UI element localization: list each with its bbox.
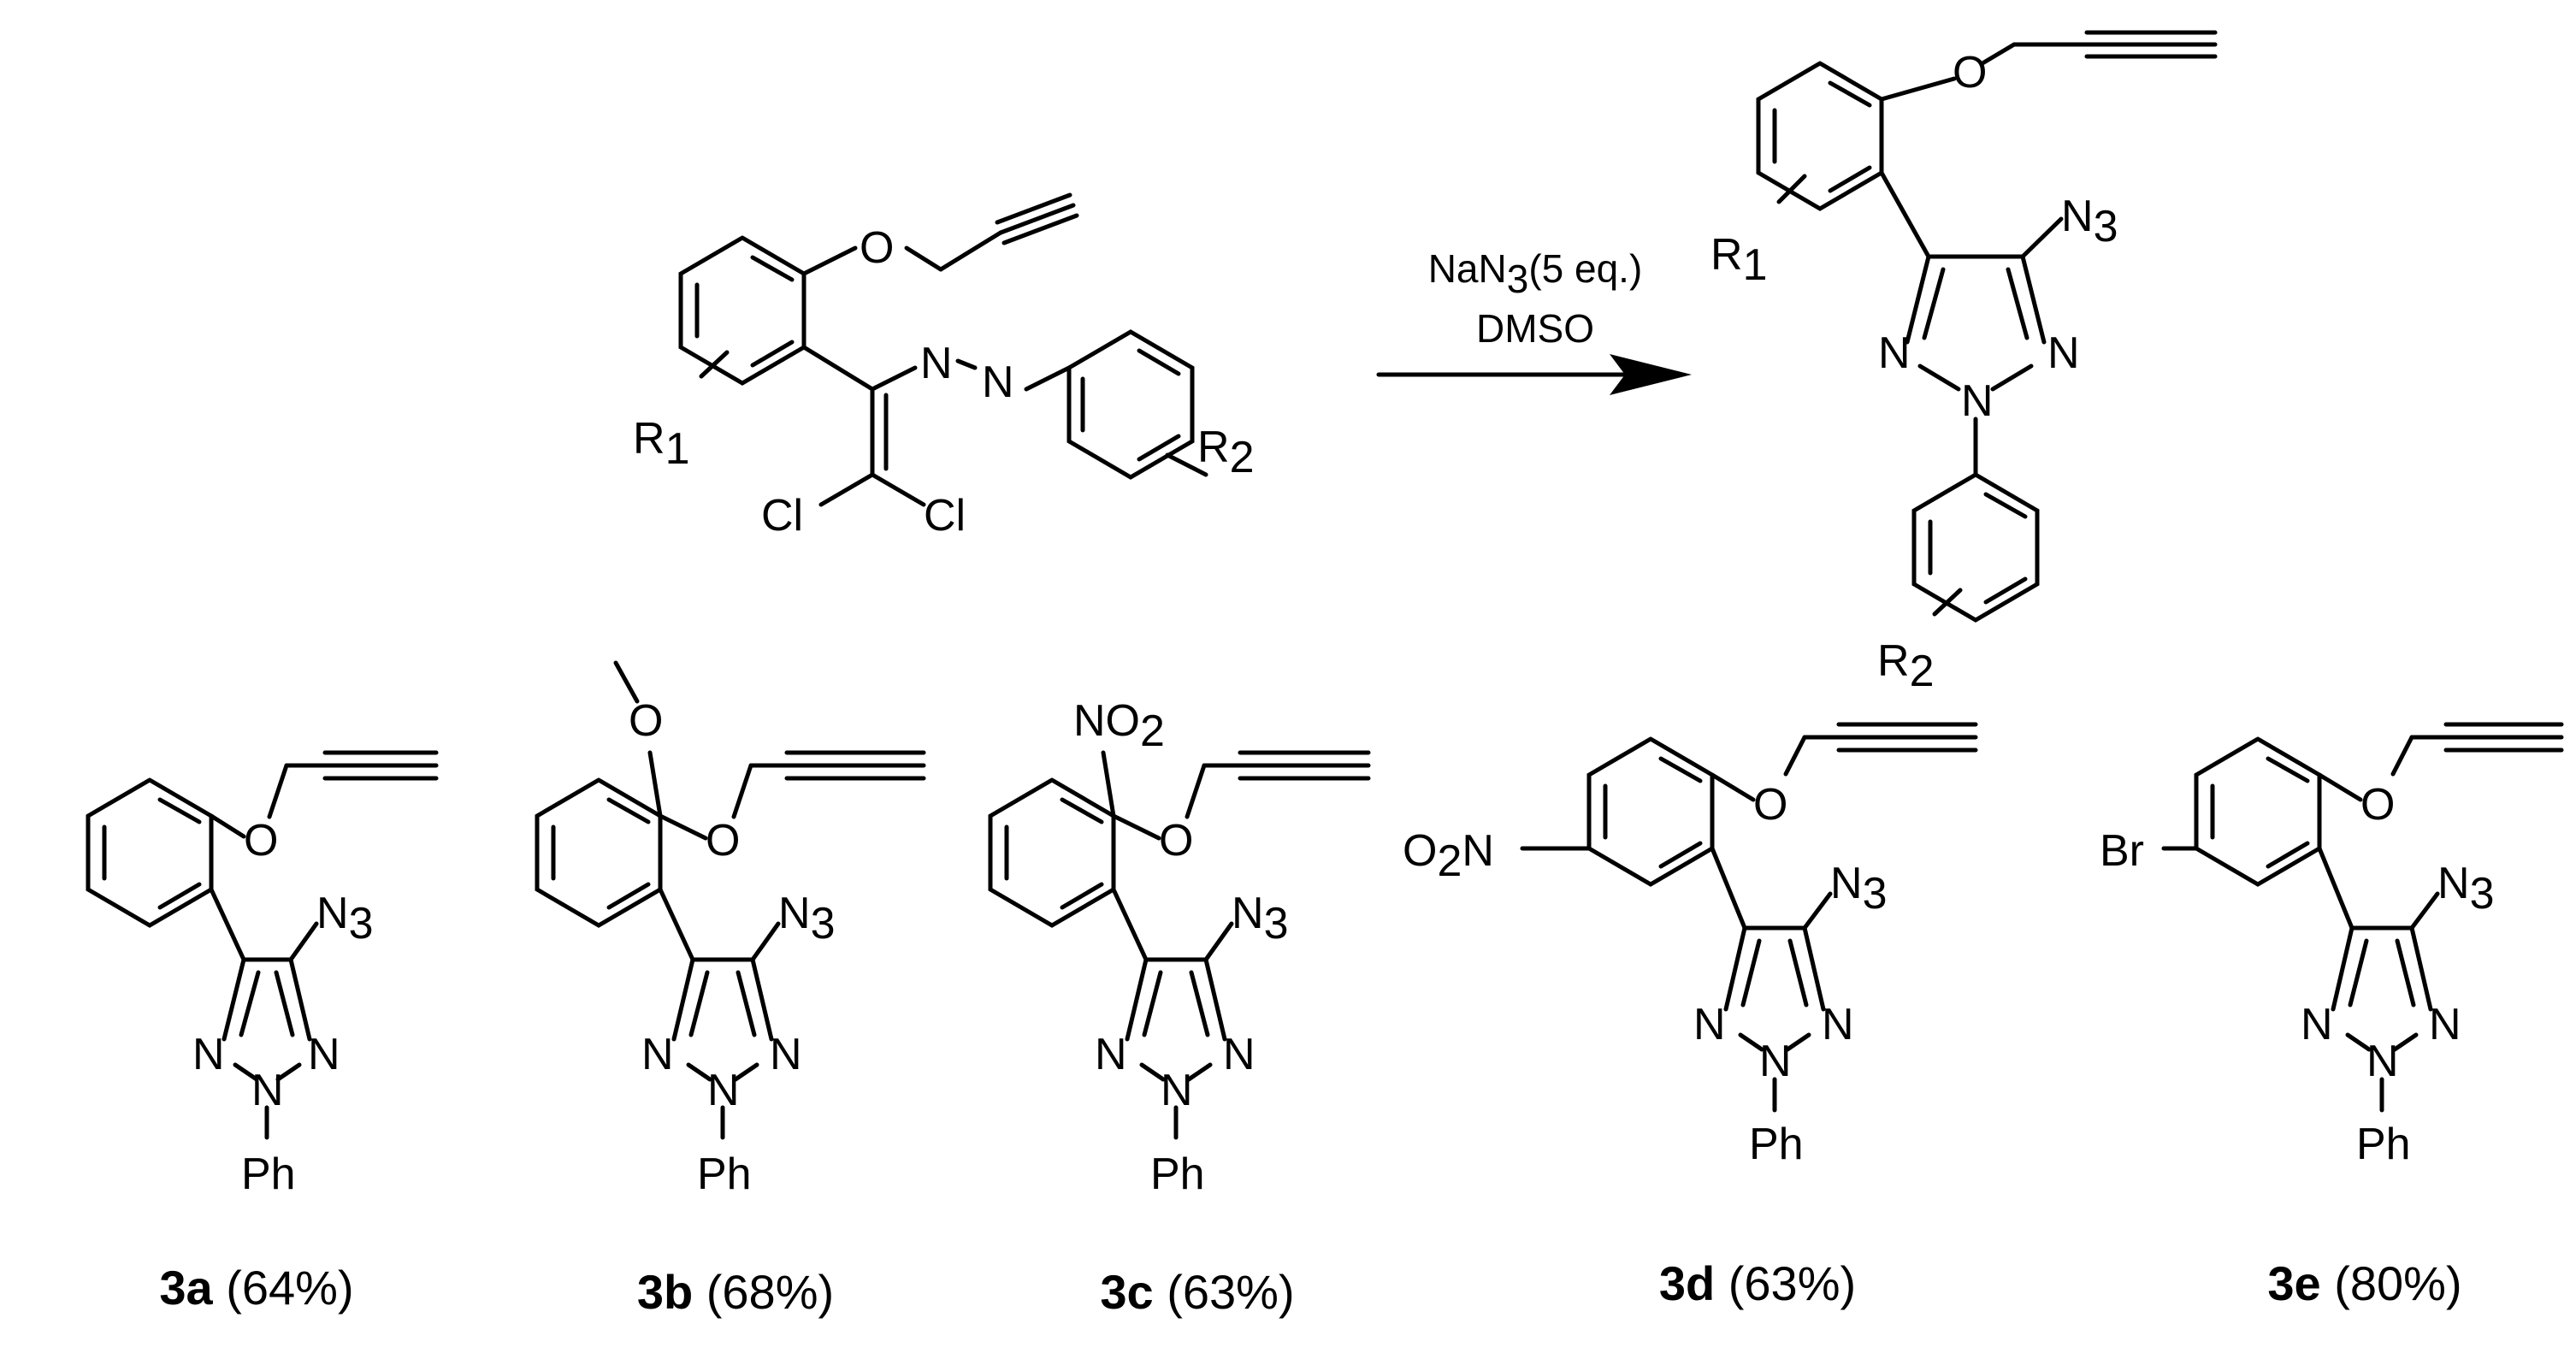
product-3c: NO2 O N N N N3 Ph 3c (63%)	[988, 696, 1371, 1319]
atom-n: N	[920, 339, 953, 388]
aryl-ring-r1	[1756, 61, 1884, 211]
product-caption: 3c (63%)	[1100, 1265, 1294, 1319]
atom-n: N	[251, 1066, 284, 1115]
starting-material: O N N Cl Cl R1 R2	[633, 192, 1254, 541]
substituent-r2: R2	[1877, 636, 1934, 696]
atom-o: O	[1159, 816, 1193, 866]
phenyl-label: Ph	[2356, 1120, 2411, 1169]
atom-o-methoxy: O	[629, 696, 663, 746]
phenyl-label: Ph	[1150, 1149, 1205, 1199]
triazole-ring	[1879, 170, 2064, 477]
atom-n: N	[2301, 1000, 2333, 1049]
atom-n: N	[1095, 1030, 1127, 1079]
atom-o: O	[1953, 48, 1987, 98]
substituent-r2: R2	[1197, 422, 1254, 482]
atom-cl: Cl	[761, 491, 803, 541]
azide-group: N3	[316, 889, 373, 948]
product-3b: O O N N N N3 Ph 3b (68%)	[535, 660, 926, 1319]
dichlorovinyl-azo	[801, 345, 1072, 507]
atom-n: N	[707, 1066, 740, 1115]
atom-n: N	[1693, 1000, 1726, 1049]
azide-group: N3	[1830, 859, 1887, 919]
atom-n: N	[2429, 1000, 2461, 1049]
aryl-ring-r1	[678, 235, 806, 386]
azide-group: N3	[2437, 859, 2494, 919]
atom-n: N	[308, 1030, 340, 1079]
atom-cl: Cl	[924, 491, 966, 541]
propargyl-ether	[1879, 30, 2218, 102]
atom-n: N	[2366, 1037, 2399, 1086]
aryl-ring-r2	[1066, 329, 1208, 480]
atom-o: O	[860, 223, 894, 273]
atom-n: N	[2047, 328, 2080, 378]
general-product: O N N N N3 R1 R2	[1710, 30, 2218, 696]
atom-n: N	[1223, 1030, 1256, 1079]
atom-n: N	[1161, 1066, 1193, 1115]
product-3d: O2N O N N N N3 Ph 3d (63%)	[1403, 722, 1978, 1310]
atom-n: N	[770, 1030, 802, 1079]
azide-group: N3	[1232, 889, 1288, 948]
n-aryl-ring	[1911, 472, 2040, 623]
nitro-group: NO2	[1073, 696, 1165, 756]
reaction-arrow	[1376, 354, 1692, 395]
product-3e: Br O N N N N3 Ph 3e (80%)	[2100, 722, 2564, 1310]
atom-n: N	[982, 358, 1014, 407]
atom-o: O	[2360, 780, 2395, 830]
atom-n: N	[641, 1030, 674, 1079]
atom-n: N	[1961, 376, 1994, 426]
atom-n: N	[1878, 328, 1911, 378]
atom-o: O	[706, 816, 740, 866]
atom-n: N	[1759, 1037, 1792, 1086]
atom-n: N	[192, 1030, 225, 1079]
atom-n: N	[1822, 1000, 1854, 1049]
azide-group: N3	[778, 889, 835, 948]
product-caption: 3d (63%)	[1659, 1256, 1856, 1310]
bromo-substituent: Br	[2100, 826, 2144, 876]
azide-group: N3	[2061, 192, 2118, 251]
reagent-line-2: DMSO	[1476, 306, 1594, 351]
phenyl-label: Ph	[697, 1149, 752, 1199]
reagent-line-1: NaN3(5 eq.)	[1428, 246, 1643, 301]
phenyl-label: Ph	[241, 1149, 296, 1199]
substituent-r1: R1	[633, 414, 689, 474]
product-caption: 3a (64%)	[159, 1261, 353, 1315]
atom-o: O	[1753, 780, 1787, 830]
substituent-r1: R1	[1710, 230, 1767, 290]
propargyl-ether	[801, 192, 1079, 276]
nitro-group: O2N	[1403, 826, 1494, 886]
atom-o: O	[244, 816, 278, 866]
product-caption: 3b (68%)	[637, 1265, 834, 1319]
phenyl-label: Ph	[1749, 1120, 1804, 1169]
product-caption: 3e (80%)	[2267, 1256, 2461, 1310]
product-3a: O N N N N3 Ph 3a (64%)	[86, 750, 439, 1315]
